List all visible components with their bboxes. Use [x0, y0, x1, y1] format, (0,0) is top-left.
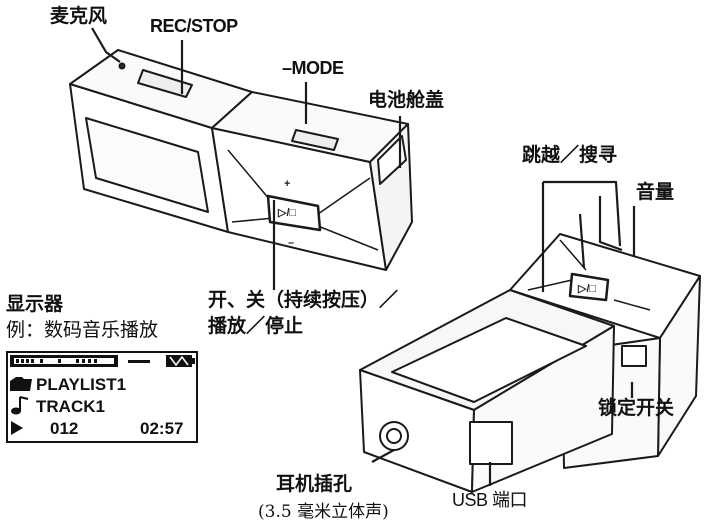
lock-switch-label: 锁定开关 — [598, 397, 675, 419]
volume-label: 音量 — [636, 181, 675, 203]
lower-device — [359, 233, 701, 493]
lock-switch — [621, 345, 647, 367]
mode-slot — [291, 129, 339, 151]
display-title-label: 显示器 — [6, 293, 64, 315]
usb-port-label: USB 端口 — [452, 490, 528, 510]
lcd-time: 02:57 — [140, 419, 184, 438]
mark-plus: + — [284, 178, 290, 190]
power-label-line2: 播放／停止 — [208, 315, 304, 337]
lcd-frame — [6, 351, 198, 443]
rec-stop-label: REC/STOP — [150, 16, 238, 36]
lcd-track: TRACK1 — [36, 397, 105, 416]
rec-stop-slot — [137, 69, 193, 98]
display-example-label: 例：数码音乐播放 — [6, 319, 159, 341]
microphone-hole — [118, 62, 126, 70]
lcd-folder-icon — [10, 377, 32, 391]
power-label-line1: 开、关（持续按压）／ — [208, 289, 399, 311]
mark-minus: – — [288, 237, 294, 249]
usb-port — [469, 421, 513, 465]
upper-device — [69, 49, 413, 271]
mark-play-stop: ▷/□ — [277, 207, 297, 219]
mark-play-stop-2: ▷/□ — [577, 283, 597, 295]
lcd-display: PLAYLIST1 TRACK1 012 02:57 — [6, 351, 198, 443]
play-stop-button-bottom — [568, 272, 610, 302]
battery-cover-label: 电池舱盖 — [368, 89, 445, 111]
microphone-label: 麦克风 — [50, 5, 108, 27]
headphone-note-label: (3.5 毫米立体声) — [258, 502, 389, 522]
lcd-track-number: 012 — [50, 419, 79, 438]
lcd-note-icon — [19, 396, 29, 411]
mode-label: –MODE — [282, 58, 344, 78]
lcd-play-icon — [11, 421, 23, 435]
lcd-playlist: PLAYLIST1 — [36, 375, 127, 394]
skip-search-label: 跳越／搜寻 — [522, 144, 618, 166]
headphone-jack-label: 耳机插孔 — [276, 473, 353, 495]
play-stop-button-top — [266, 194, 322, 232]
